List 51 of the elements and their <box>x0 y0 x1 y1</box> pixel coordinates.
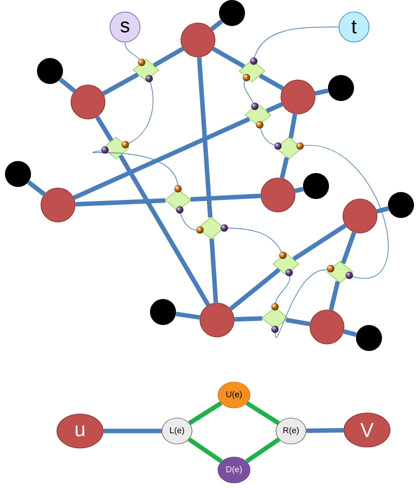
edge-line <box>188 401 222 426</box>
edge-line <box>376 206 389 214</box>
vertex-circle <box>280 80 316 114</box>
edge-line <box>266 102 284 114</box>
vertex-circle <box>260 178 296 212</box>
edge-line <box>188 437 223 464</box>
edge-line <box>288 114 298 139</box>
vertex-circle <box>200 302 234 338</box>
edge-line <box>343 329 357 337</box>
edge-line <box>212 46 246 68</box>
edge-line <box>75 198 166 207</box>
edge-line <box>245 437 280 464</box>
terminal-circle <box>328 75 354 101</box>
thin-curve <box>274 270 330 338</box>
edge-line <box>190 194 261 202</box>
edge-line <box>229 268 281 311</box>
edge-line <box>258 74 284 90</box>
terminal-circle <box>388 192 414 218</box>
edge-line <box>27 180 46 196</box>
edge-line <box>210 19 224 31</box>
edge-line <box>152 46 184 68</box>
terminal-circle <box>219 0 245 26</box>
edge-line <box>58 78 76 93</box>
edge-line <box>246 401 280 426</box>
edge-line <box>280 156 289 179</box>
edge-line <box>314 88 329 96</box>
edge-line <box>209 238 218 303</box>
edge-line <box>196 57 212 218</box>
edge-line <box>340 232 356 264</box>
vertex-circle <box>180 22 216 58</box>
edge-line <box>306 428 344 434</box>
edge-line <box>328 280 340 311</box>
terminal-circle <box>37 58 63 84</box>
edge-line <box>176 312 200 320</box>
vertex-circle <box>70 84 106 120</box>
edge-line <box>103 428 162 434</box>
vertex-circle <box>342 198 378 234</box>
edge-line <box>72 116 250 200</box>
terminal-circle <box>356 325 382 351</box>
edge-line <box>292 224 347 261</box>
vertex-circle <box>310 310 344 344</box>
terminal-circle <box>150 299 176 325</box>
edge-line <box>294 186 304 194</box>
edge-line <box>286 318 310 326</box>
edge-line <box>95 116 114 142</box>
edge-line <box>118 154 210 306</box>
vertex-circle <box>40 188 76 222</box>
terminal-circle <box>5 161 31 187</box>
terminal-circle <box>303 173 329 199</box>
edge-line <box>102 72 140 96</box>
edge-line <box>234 316 262 322</box>
